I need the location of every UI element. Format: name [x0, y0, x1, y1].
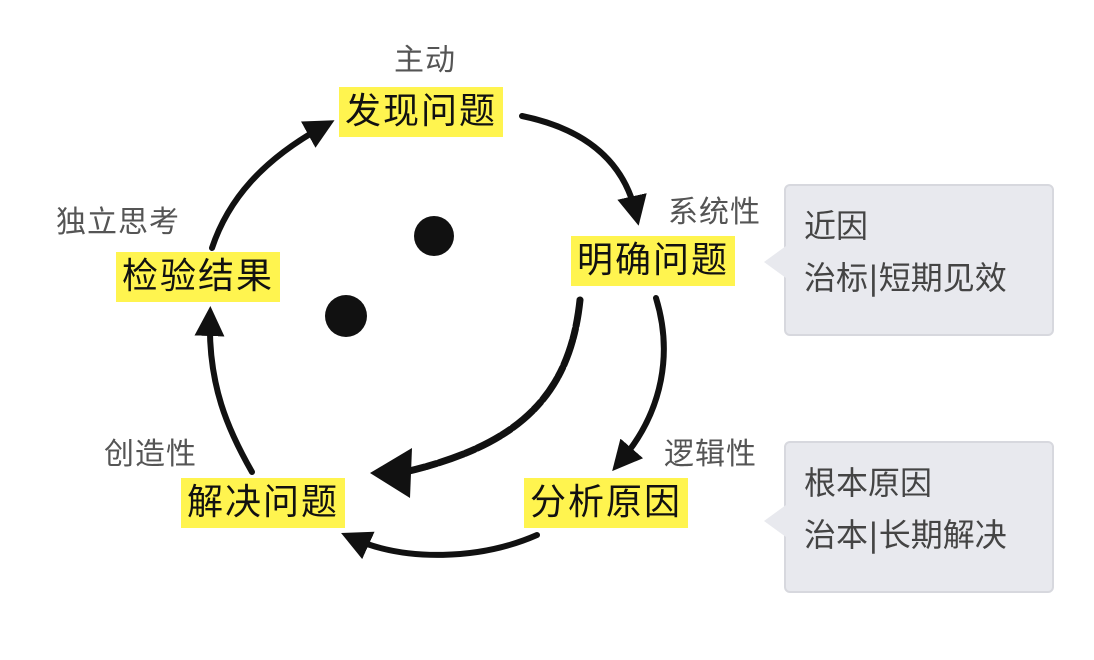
callout-line: 近因: [804, 207, 869, 245]
node-analyze-cause: 分析原因: [524, 478, 689, 528]
tag-proactive: 主动: [394, 43, 456, 78]
tag-independent-thinking: 独立思考: [56, 205, 180, 240]
callout-shortcut: 近因 治标|短期见效: [764, 184, 1054, 336]
shortcut-arrow-brush: [401, 296, 584, 476]
arrow-analyze-to-solve: [341, 531, 540, 560]
node-discover-problem: 发现问题: [339, 87, 504, 137]
node-verify-result: 检验结果: [116, 252, 281, 302]
tag-creative: 创造性: [104, 437, 197, 472]
node-solve-problem: 解决问题: [181, 478, 346, 528]
tag-systematic: 系统性: [668, 195, 761, 230]
callout-tail: [764, 505, 786, 537]
arrow-solve-to-verify: [194, 306, 255, 475]
arrow-verify-to-discover: [209, 120, 335, 251]
tag-logical: 逻辑性: [664, 437, 757, 472]
callout-line: 根本原因: [804, 464, 933, 502]
callout-line: 治本|长期解决: [804, 516, 1007, 554]
callout-rootcause: 根本原因 治本|长期解决: [764, 441, 1054, 593]
arrow-define-to-analyze: [612, 295, 667, 472]
arrow-discover-to-define: [519, 113, 647, 226]
eye-dot-right: [414, 216, 454, 256]
eye-dot-left: [325, 295, 367, 337]
node-define-problem: 明确问题: [571, 236, 736, 286]
callout-tail: [764, 246, 786, 278]
shortcut-arrow-head: [370, 448, 412, 498]
callout-line: 治标|短期见效: [804, 259, 1007, 297]
